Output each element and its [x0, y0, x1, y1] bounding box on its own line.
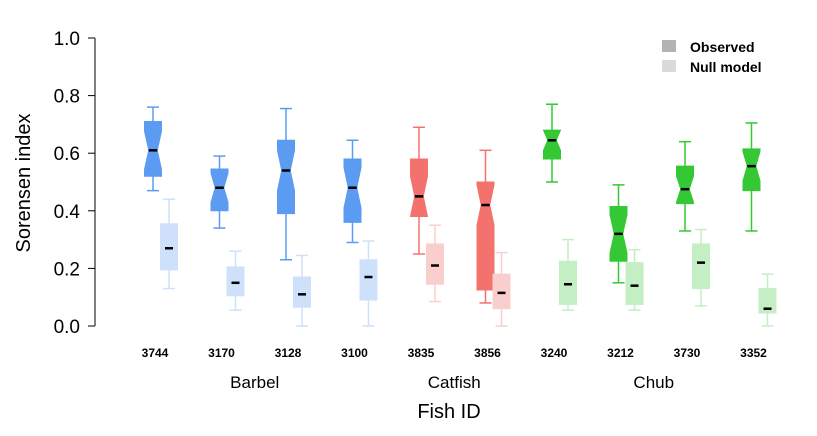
- box-body: [144, 121, 162, 177]
- box-body: [625, 262, 644, 305]
- fish-id-label: 3730: [674, 346, 701, 360]
- box-body: [210, 168, 229, 212]
- legend-swatch: [662, 40, 676, 52]
- x-axis-title: Fish ID: [417, 401, 480, 423]
- fish-id-label: 3744: [142, 346, 169, 360]
- box-body: [426, 243, 444, 285]
- box-body: [160, 223, 178, 271]
- box-body: [293, 276, 311, 308]
- observed-box-3170: [210, 155, 229, 229]
- box-body: [559, 260, 577, 305]
- legend-swatch: [662, 60, 676, 72]
- box-body: [343, 158, 362, 223]
- null-box-3240: [559, 238, 577, 311]
- box-body: [758, 288, 777, 314]
- group-label-chub: Chub: [633, 373, 674, 392]
- box-body: [492, 273, 511, 310]
- null-box-3744: [160, 198, 178, 290]
- y-tick-label: 0.2: [54, 259, 80, 280]
- box-body: [226, 266, 245, 297]
- box-body: [692, 243, 710, 290]
- y-tick-label: 1.0: [54, 29, 80, 50]
- observed-box-3212: [609, 184, 628, 284]
- null-box-3835: [426, 224, 444, 303]
- fish-id-label: 3100: [341, 346, 368, 360]
- null-box-3170: [226, 250, 245, 311]
- y-tick-label: 0.8: [54, 87, 80, 108]
- box-body: [542, 129, 562, 160]
- observed-box-3100: [343, 139, 362, 244]
- null-box-3100: [359, 240, 378, 327]
- box-layer: [144, 103, 777, 327]
- y-tick-label: 0.0: [54, 317, 80, 338]
- fish-id-label: 3212: [607, 346, 634, 360]
- null-box-3128: [293, 254, 311, 327]
- fish-id-label: 3240: [541, 346, 568, 360]
- group-label-catfish: Catfish: [428, 373, 481, 392]
- box-body: [277, 139, 295, 215]
- null-box-3352: [758, 273, 777, 327]
- observed-box-3856: [476, 149, 495, 304]
- legend-label: Null model: [690, 59, 762, 75]
- null-box-3212: [625, 248, 644, 311]
- y-axis: 0.0 0.2 0.4 0.6 0.8 1.0: [54, 29, 96, 338]
- group-label-barbel: Barbel: [230, 373, 279, 392]
- legend-label: Observed: [690, 39, 755, 55]
- y-axis-title: Sorensen index: [13, 114, 35, 253]
- box-body: [742, 148, 761, 192]
- y-tick-label: 0.4: [54, 202, 81, 223]
- null-box-3856: [492, 251, 511, 327]
- box-body: [476, 181, 495, 291]
- y-tick-label: 0.6: [54, 144, 80, 165]
- box-body: [676, 165, 694, 205]
- fish-id-label: 3128: [275, 346, 302, 360]
- x-axis-labels: 3744 3170 3128 3100 3835 3856 3240 3212 3730 3352…: [142, 346, 768, 392]
- observed-box-3835: [409, 126, 429, 255]
- fish-id-label: 3856: [474, 346, 501, 360]
- box-body: [409, 158, 429, 218]
- null-box-3730: [692, 228, 710, 307]
- observed-box-3128: [277, 107, 295, 261]
- fish-id-label: 3352: [740, 346, 767, 360]
- fish-id-label: 3170: [208, 346, 235, 360]
- observed-box-3352: [742, 122, 761, 232]
- box-body: [359, 259, 378, 301]
- observed-box-3730: [676, 140, 694, 232]
- fish-id-label: 3835: [408, 346, 435, 360]
- observed-box-3240: [542, 103, 562, 183]
- observed-box-3744: [144, 106, 162, 192]
